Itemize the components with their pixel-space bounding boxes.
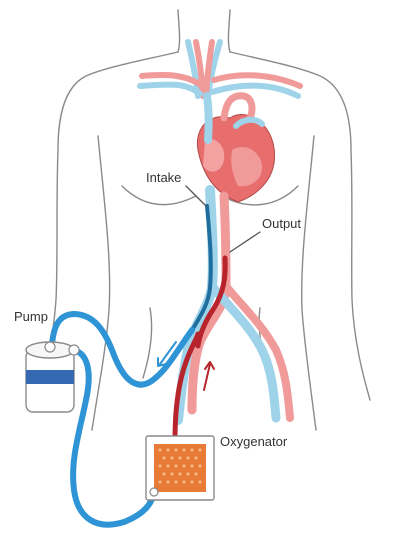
heart bbox=[196, 92, 276, 203]
texture-dot bbox=[166, 480, 170, 484]
texture-dot bbox=[174, 464, 178, 468]
output-label: Output bbox=[262, 216, 302, 231]
oxygenator-core bbox=[154, 444, 206, 492]
texture-dot bbox=[166, 448, 170, 452]
iliac-vein-right bbox=[207, 281, 281, 423]
texture-dot bbox=[198, 448, 202, 452]
oxygenator-connector bbox=[149, 487, 159, 497]
right-shoulder-outline bbox=[229, 51, 371, 401]
right-chest-line bbox=[221, 185, 299, 206]
return-tube bbox=[172, 331, 201, 443]
texture-dot bbox=[158, 480, 162, 484]
texture-dot bbox=[174, 448, 178, 452]
pump-label: Pump bbox=[14, 309, 48, 324]
drainage-flow-arrowhead bbox=[157, 357, 167, 367]
texture-dot bbox=[190, 480, 194, 484]
texture-dot bbox=[174, 480, 178, 484]
descending-aorta bbox=[187, 191, 231, 415]
texture-dot bbox=[162, 472, 166, 476]
texture-dot bbox=[186, 472, 190, 476]
left-waist-line bbox=[142, 307, 153, 379]
texture-dot bbox=[170, 472, 174, 476]
heart-left-ventricle bbox=[231, 147, 262, 187]
texture-dot bbox=[166, 464, 170, 468]
texture-dot bbox=[190, 464, 194, 468]
return-flow-arrowhead bbox=[204, 361, 215, 370]
texture-dot bbox=[194, 456, 198, 460]
neck-artery-right bbox=[203, 39, 215, 99]
subclavian-artery-left bbox=[139, 72, 205, 89]
body-outline bbox=[35, 9, 371, 431]
pulmonary-artery bbox=[233, 116, 265, 129]
oxygenator-texture bbox=[158, 448, 202, 484]
heart-right-atrium bbox=[203, 139, 225, 172]
neck-vessels bbox=[137, 39, 303, 99]
texture-dot bbox=[194, 472, 198, 476]
texture-dot bbox=[198, 480, 202, 484]
flow-arrows bbox=[157, 341, 215, 391]
intake-label: Intake bbox=[146, 170, 182, 185]
texture-dot bbox=[198, 464, 202, 468]
oxygenator-label: Oxygenator bbox=[220, 434, 288, 449]
drainage-flow-arrow bbox=[159, 341, 177, 365]
left-torso-outline bbox=[91, 135, 111, 431]
output-cannula bbox=[195, 255, 228, 349]
texture-dot bbox=[162, 456, 166, 460]
output-leader-line bbox=[229, 231, 261, 253]
texture-dot bbox=[190, 448, 194, 452]
label-leaders bbox=[185, 185, 261, 253]
blue-tubing bbox=[49, 311, 195, 528]
aorta-arch bbox=[220, 92, 256, 122]
superior-vena-cava bbox=[203, 92, 213, 144]
pump-outlet-left bbox=[44, 341, 56, 353]
pump-device bbox=[25, 341, 80, 413]
pump-band bbox=[26, 370, 74, 384]
cannulas bbox=[188, 204, 228, 349]
texture-dot bbox=[182, 464, 186, 468]
neck-artery-left bbox=[193, 39, 206, 99]
intake-leader-line bbox=[185, 185, 207, 207]
oxygenator-device bbox=[145, 435, 215, 501]
texture-dot bbox=[158, 448, 162, 452]
texture-dot bbox=[178, 456, 182, 460]
drainage-tube bbox=[49, 311, 195, 388]
pump-to-oxygenator-tube bbox=[70, 347, 157, 528]
texture-dot bbox=[182, 480, 186, 484]
texture-dot bbox=[158, 464, 162, 468]
subclavian-vein-right bbox=[209, 82, 301, 99]
pump-outlet-right bbox=[68, 344, 80, 356]
intake-cannula bbox=[188, 204, 213, 336]
right-torso-outline bbox=[301, 135, 317, 431]
texture-dot bbox=[170, 456, 174, 460]
texture-dot bbox=[182, 448, 186, 452]
iliac-artery-right bbox=[222, 282, 294, 422]
neck-left-outline bbox=[177, 9, 181, 53]
neck-right-outline bbox=[227, 9, 231, 53]
subclavian-artery-right bbox=[211, 72, 303, 89]
texture-dot bbox=[178, 472, 182, 476]
texture-dot bbox=[186, 456, 190, 460]
return-flow-arrow bbox=[203, 363, 211, 391]
left-chest-line bbox=[121, 185, 197, 206]
subclavian-vein-left bbox=[137, 81, 203, 97]
